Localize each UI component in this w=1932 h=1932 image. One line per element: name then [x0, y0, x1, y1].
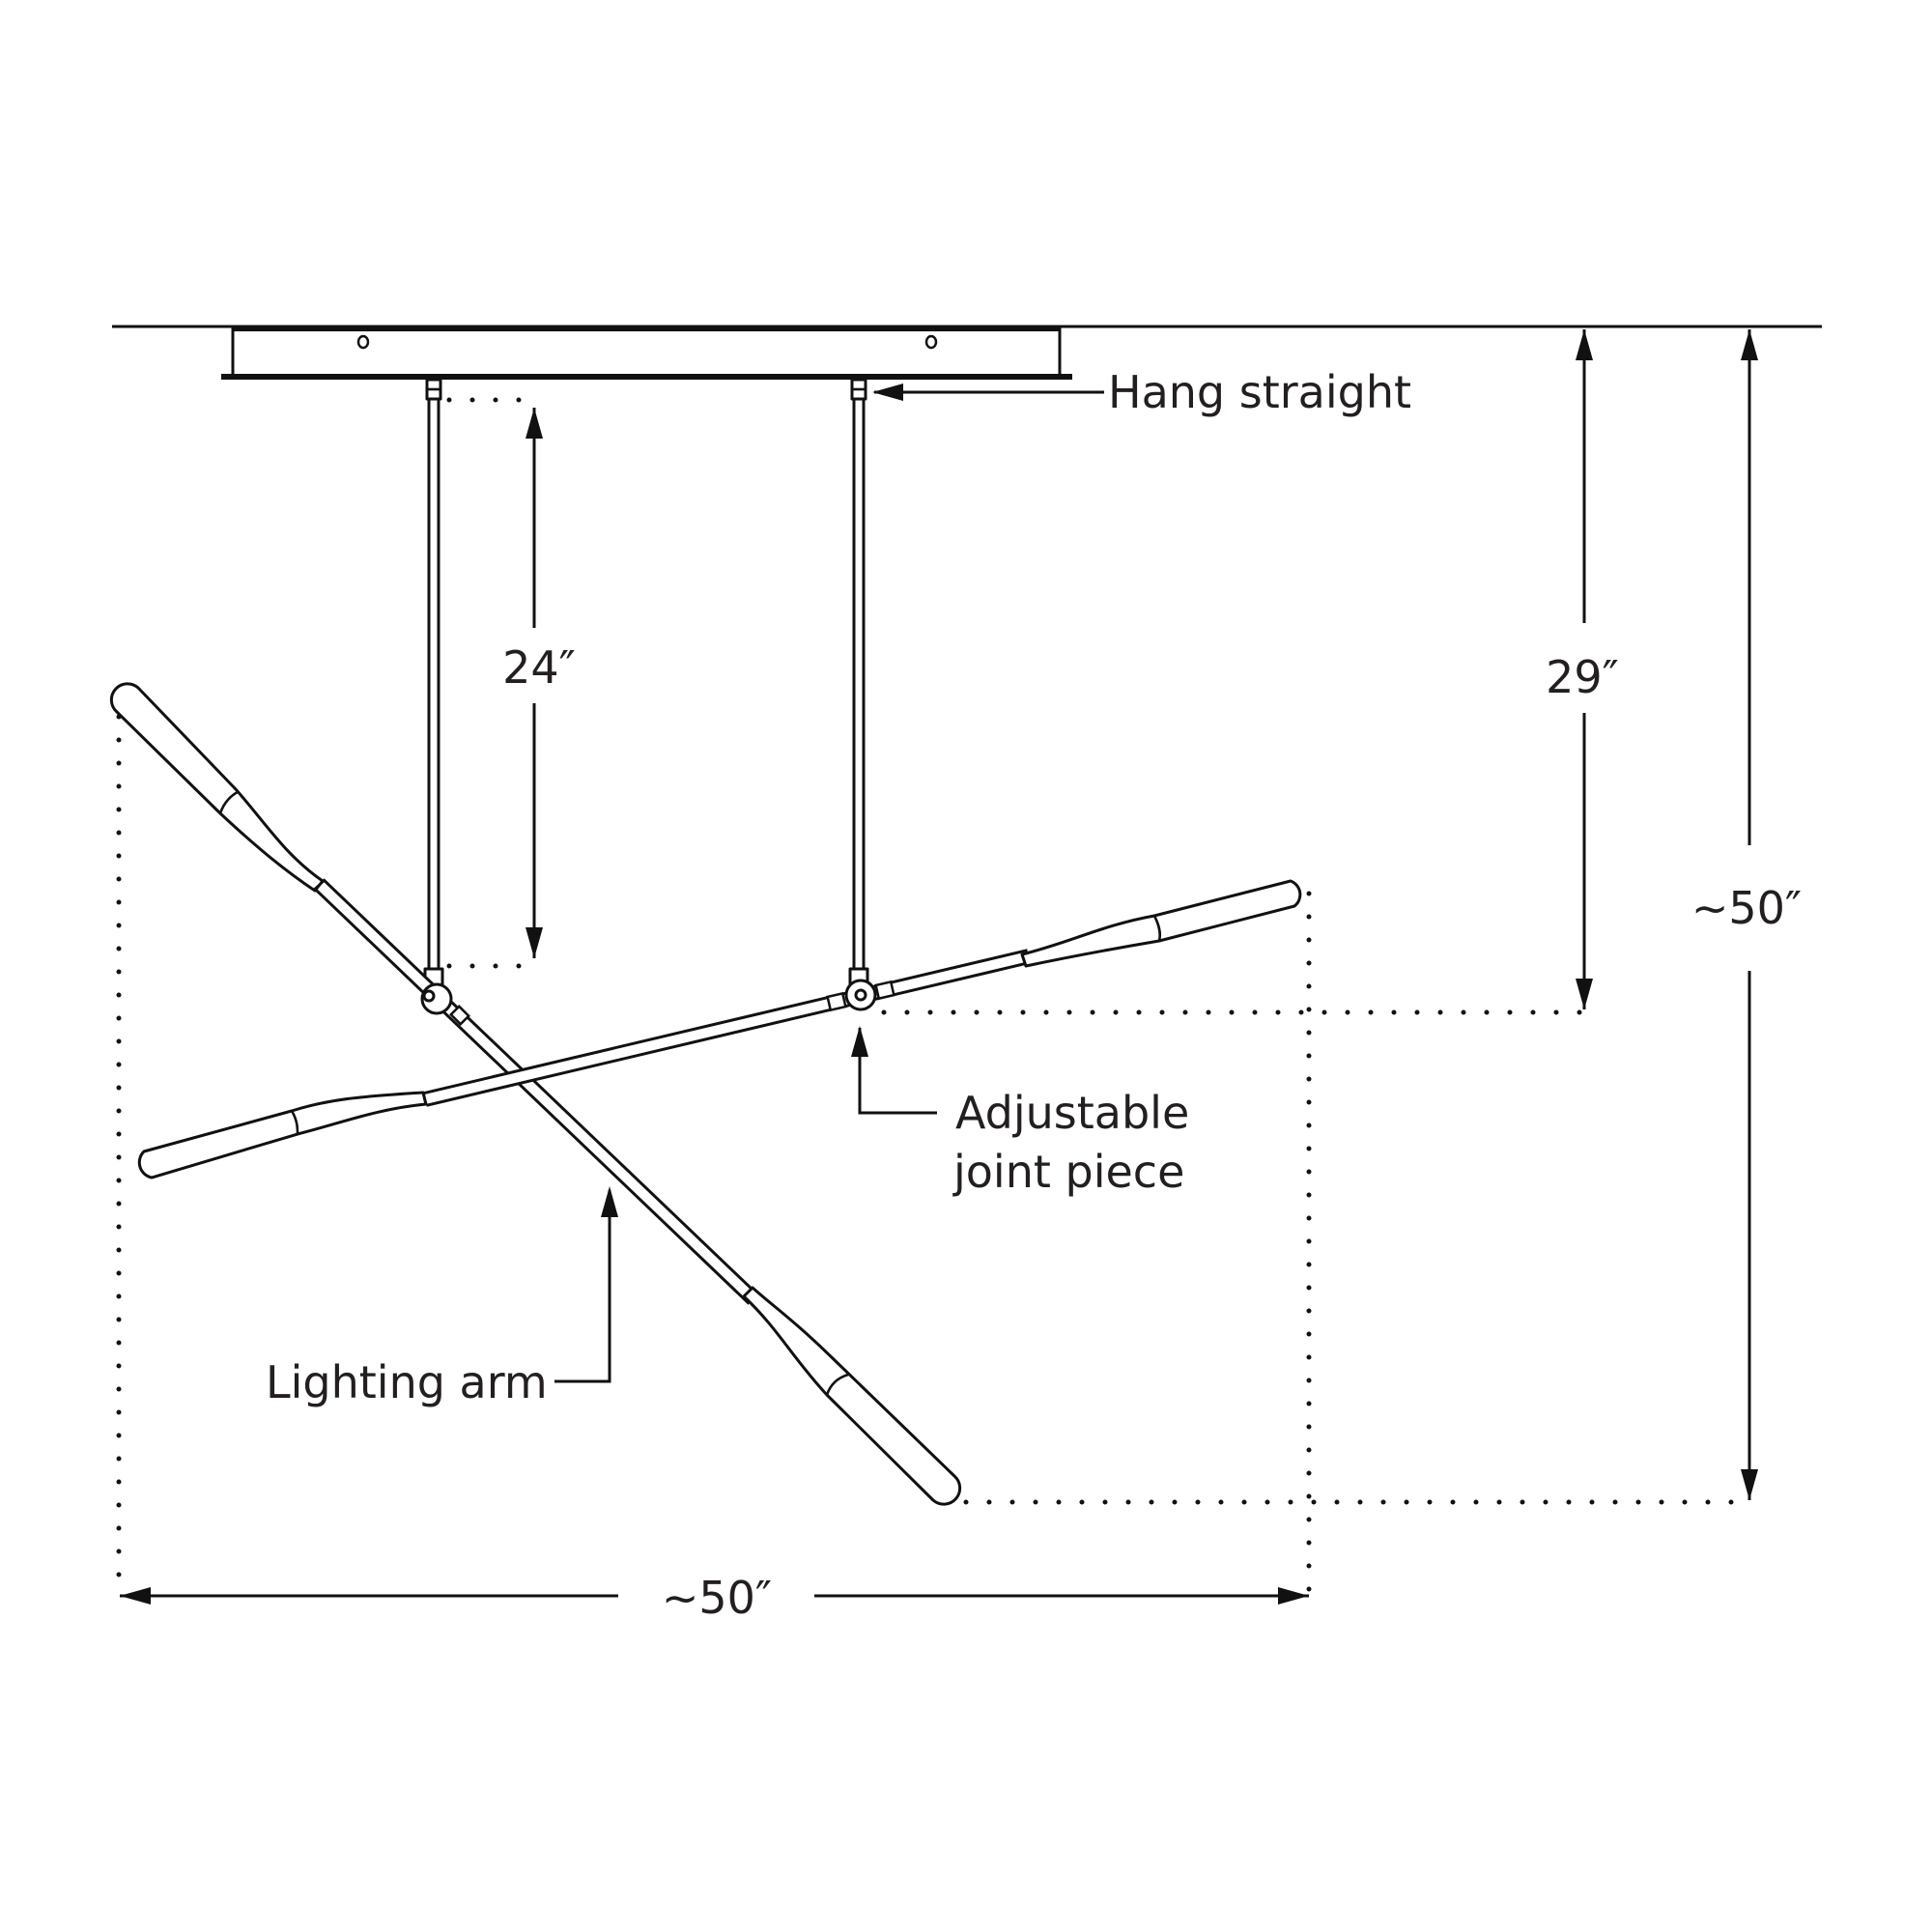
lighting-arm-diagonal — [109, 682, 962, 1506]
lighting-arm-label: Lighting arm — [266, 1356, 548, 1408]
overall-width-label: ~50″ — [662, 1572, 772, 1624]
overall-height-label: ~50″ — [1691, 882, 1802, 934]
hang-straight-label: Hang straight — [1108, 366, 1411, 418]
joint-right — [826, 979, 895, 1012]
lighting-arm-shallow — [137, 879, 1302, 1179]
joint-left — [420, 982, 470, 1026]
callout-lighting-arm: Lighting arm — [266, 1186, 618, 1408]
downrod-left — [423, 378, 444, 988]
dimension-overall-height: ~50″ — [1691, 329, 1802, 1500]
callout-adjustable-joint: Adjustable joint piece — [851, 1026, 1189, 1198]
dimension-drop-to-joint: 29″ — [1546, 329, 1619, 1009]
rod-length-label: 24″ — [502, 641, 576, 694]
dimension-overall-width: ~50″ — [120, 1572, 1309, 1624]
canopy — [221, 326, 1072, 380]
dimension-rod-length: 24″ — [502, 408, 576, 958]
downrod-right — [848, 378, 869, 988]
mounting-hole-icon — [356, 334, 370, 350]
adjustable-joint-label-line1: Adjustable — [955, 1087, 1189, 1139]
callout-hang-straight: Hang straight — [872, 366, 1411, 418]
adjustable-joint-label-line2: joint piece — [952, 1146, 1184, 1198]
mounting-hole-icon — [924, 334, 938, 350]
drop-to-joint-label: 29″ — [1546, 651, 1619, 703]
